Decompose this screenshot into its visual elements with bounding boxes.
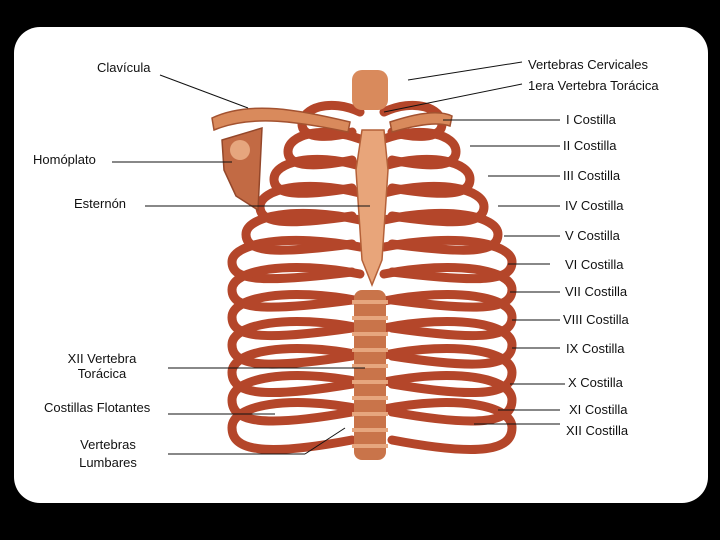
vertebra-disc	[352, 444, 388, 448]
leader-vertebras-cervicales	[408, 62, 522, 80]
label-costilla-6: VI Costilla	[565, 257, 624, 272]
diagram-card: Clavícula Homóplato Esternón XII Vertebr…	[14, 27, 708, 503]
leader-primera-toracica	[384, 84, 522, 112]
left-clavicle	[212, 108, 350, 132]
label-costilla-8: VIII Costilla	[563, 312, 629, 327]
right-rib-12	[384, 403, 512, 450]
label-xii-vertebra-line1: XII Vertebra	[62, 351, 142, 366]
label-costilla-11: XI Costilla	[569, 402, 628, 417]
label-vertebras-cervicales: Vertebras Cervicales	[528, 57, 648, 72]
label-costilla-5: V Costilla	[565, 228, 620, 243]
label-homoplato: Homóplato	[33, 152, 96, 167]
label-costilla-4: IV Costilla	[565, 198, 624, 213]
left-rib-12	[232, 403, 360, 450]
vertebra-disc	[352, 412, 388, 416]
vertebra-disc	[352, 332, 388, 336]
label-lumbares-line2: Lumbares	[68, 455, 148, 470]
right-ribs	[384, 105, 512, 449]
label-clavicula: Clavícula	[97, 60, 150, 75]
vertebra-disc	[352, 428, 388, 432]
label-costilla-2: II Costilla	[563, 138, 616, 153]
shoulder-joint	[230, 140, 250, 160]
vertebra-disc	[352, 300, 388, 304]
label-xii-vertebra: XII Vertebra Torácica	[62, 351, 142, 381]
label-costillas-flotantes: Costillas Flotantes	[44, 400, 150, 415]
leader-clavicula	[160, 75, 248, 108]
label-costilla-3: III Costilla	[563, 168, 620, 183]
sternum	[356, 130, 388, 285]
vertebra-disc	[352, 348, 388, 352]
vertebra-disc	[352, 380, 388, 384]
vertebra-disc	[352, 396, 388, 400]
label-primera-toracica: 1era Vertebra Torácica	[528, 78, 659, 93]
vertebra-disc	[352, 316, 388, 320]
label-vertebras-lumbares: Vertebras Lumbares	[68, 437, 148, 470]
cervical-vertebrae	[352, 70, 388, 110]
label-costilla-9: IX Costilla	[566, 341, 625, 356]
label-costilla-1: I Costilla	[566, 112, 616, 127]
vertebra-disc	[352, 364, 388, 368]
label-lumbares-line1: Vertebras	[68, 437, 148, 452]
label-esternon: Esternón	[74, 196, 126, 211]
lumbar-vertebrae	[354, 290, 386, 460]
label-costilla-12: XII Costilla	[566, 423, 628, 438]
label-costilla-10: X Costilla	[568, 375, 623, 390]
label-costilla-7: VII Costilla	[565, 284, 627, 299]
label-xii-vertebra-line2: Torácica	[62, 366, 142, 381]
